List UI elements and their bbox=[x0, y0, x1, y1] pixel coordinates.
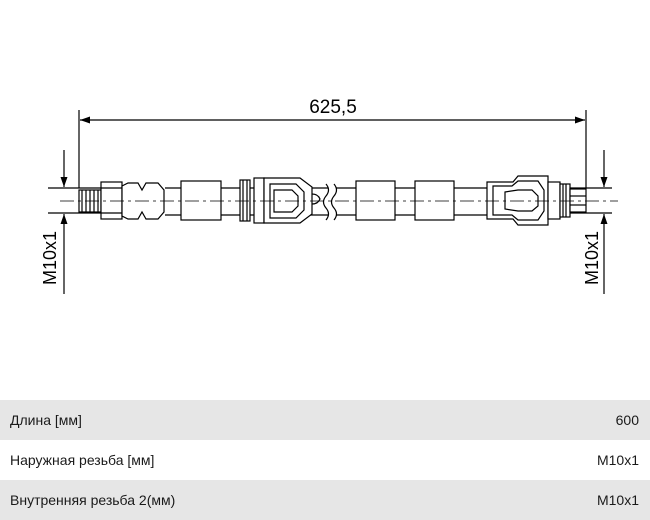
sleeve-1 bbox=[180, 180, 222, 221]
sleeve-2 bbox=[355, 180, 396, 221]
spec-label: Внутренняя резьба 2(мм) bbox=[10, 492, 176, 508]
spec-value: M10x1 bbox=[596, 452, 639, 468]
brake-hose bbox=[78, 175, 587, 226]
spec-row-external-thread: Наружная резьба [мм] M10x1 bbox=[0, 440, 650, 480]
hose-technical-drawing: 625,5 M10x1 M10x1 bbox=[40, 97, 618, 294]
right-thread-label: M10x1 bbox=[582, 231, 602, 285]
left-thread-label: M10x1 bbox=[40, 231, 60, 285]
right-thread-dimension bbox=[560, 150, 612, 294]
specifications-table: Длина [мм] 600 Наружная резьба [мм] M10x… bbox=[0, 400, 650, 520]
sleeve-3 bbox=[414, 180, 455, 221]
spec-value: 600 bbox=[615, 412, 639, 428]
spec-row-internal-thread: Внутренняя резьба 2(мм) M10x1 bbox=[0, 480, 650, 520]
spec-row-length: Длина [мм] 600 bbox=[0, 400, 650, 440]
length-value: 625,5 bbox=[309, 97, 357, 118]
left-thread-dimension bbox=[48, 150, 110, 294]
length-dimension bbox=[78, 110, 587, 188]
spec-label: Наружная резьба [мм] bbox=[10, 452, 155, 468]
spec-label: Длина [мм] bbox=[10, 412, 82, 428]
spec-value: M10x1 bbox=[596, 492, 639, 508]
